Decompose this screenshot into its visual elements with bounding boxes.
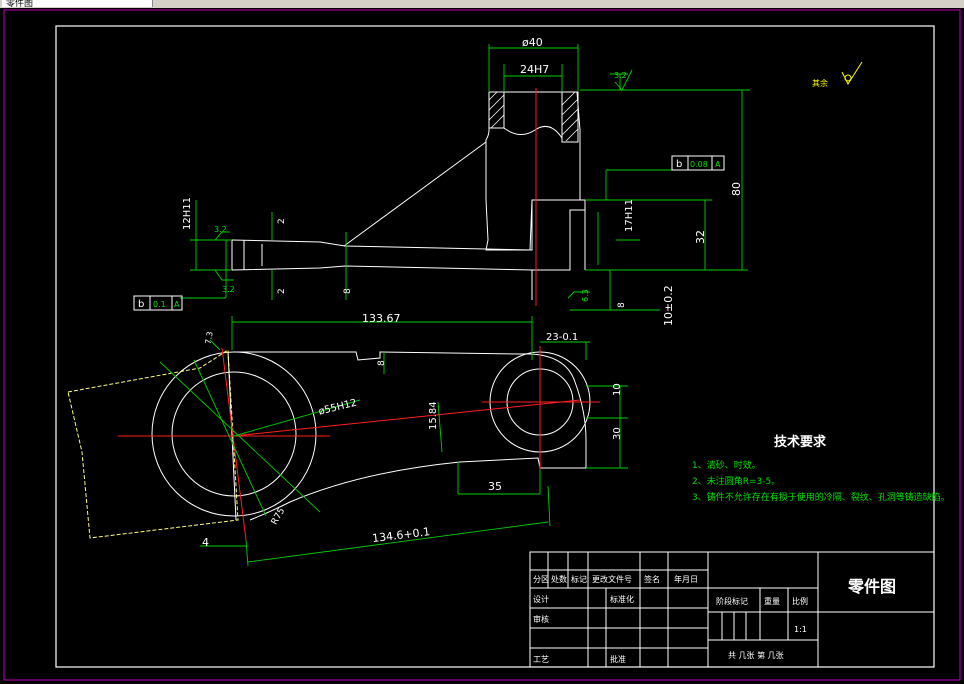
roughness-2: 3.2 xyxy=(214,225,227,234)
dim-8c: 8 xyxy=(377,360,387,366)
dim-17h11: 17H11 xyxy=(624,199,635,232)
dim-10: 10±0.2 xyxy=(662,285,675,326)
roughness-4: 6.3 xyxy=(581,289,590,302)
title-block xyxy=(529,551,935,668)
tolerance-frame-1: b 0.08 A xyxy=(671,155,725,171)
tb-scale: 比例 xyxy=(792,596,808,606)
plan-dimensions xyxy=(200,316,628,567)
dim-r75: R75 xyxy=(270,506,288,526)
front-view xyxy=(231,91,586,300)
tech-item-1: 1、清砂、时效。 xyxy=(692,459,761,471)
dim-24h7: 24H7 xyxy=(520,63,549,76)
tb-col-4: 更改文件号 xyxy=(592,574,632,584)
svg-text:b: b xyxy=(138,299,144,310)
tb-col-3: 标记 xyxy=(571,574,587,584)
dim-23: 23-0.1 xyxy=(546,332,578,343)
dim-8: 8 xyxy=(343,288,353,294)
technical-requirements: 技术要求 1、清砂、时效。 2、未注圆角R=3-5。 3、铸件不允许存在有损于使… xyxy=(692,434,950,503)
plan-centerlines xyxy=(118,346,600,541)
sheet-outer-border xyxy=(3,9,961,681)
svg-text:A: A xyxy=(715,160,721,169)
rest-roughness-icon xyxy=(841,61,863,86)
dim-4: 4 xyxy=(202,536,209,549)
app-tab-bar: 零件图 xyxy=(0,0,964,9)
section-break-outline xyxy=(67,349,239,539)
tb-process: 工艺 xyxy=(533,655,549,664)
dim-d55h12: ø55H12 xyxy=(317,398,358,418)
tech-item-3: 3、铸件不允许存在有损于使用的冷隔、裂纹、孔洞等铸造缺陷。 xyxy=(692,491,950,503)
dim-7-3: 7.3 xyxy=(204,331,215,345)
tb-drawing-name: 零件图 xyxy=(847,577,896,596)
tb-standard: 标准化 xyxy=(610,594,634,604)
svg-text:b: b xyxy=(676,159,682,170)
dim-10b: 10 xyxy=(612,383,623,396)
document-tab[interactable]: 零件图 xyxy=(2,0,153,9)
dim-d40: ø40 xyxy=(522,36,543,49)
dim-30: 30 xyxy=(612,427,623,440)
tb-approve: 批准 xyxy=(610,654,626,664)
tb-sheets: 共 几张 第 几张 xyxy=(728,650,784,660)
tb-scale-value: 1:1 xyxy=(794,625,807,634)
dim-134-6: 134.6+0.1 xyxy=(371,525,430,545)
dim-35: 35 xyxy=(488,480,502,493)
rest-roughness-label: 其余 xyxy=(812,78,828,88)
dim-2b: 2 xyxy=(277,288,287,294)
tb-weight: 重量 xyxy=(764,596,780,606)
front-dimensions xyxy=(180,44,750,311)
dim-2a: 2 xyxy=(277,218,287,224)
dim-12h11: 12H11 xyxy=(182,197,193,230)
tb-col-1: 分区 xyxy=(533,575,549,584)
roughness-1: 3.2 xyxy=(614,71,627,80)
tech-item-2: 2、未注圆角R=3-5。 xyxy=(692,475,780,487)
tolerance-frame-2: b 0.1 A xyxy=(133,295,183,311)
tb-review: 审核 xyxy=(533,614,549,624)
tech-title: 技术要求 xyxy=(774,434,827,450)
tb-stage: 阶段标记 xyxy=(716,596,748,606)
tb-design: 设计 xyxy=(533,594,549,604)
dim-80: 80 xyxy=(730,182,743,196)
dim-15-84: 15.84 xyxy=(428,401,439,430)
dim-133-67: 133.67 xyxy=(362,312,401,325)
dim-8b: 8 xyxy=(617,302,627,308)
svg-text:0.08: 0.08 xyxy=(690,160,708,169)
drawing-frame xyxy=(55,25,935,668)
svg-text:0.1: 0.1 xyxy=(153,300,166,309)
dim-32: 32 xyxy=(694,230,707,244)
roughness-3: 3.2 xyxy=(222,285,235,294)
tb-col-2: 处数 xyxy=(551,574,567,584)
section-hatch xyxy=(488,91,579,142)
svg-text:A: A xyxy=(174,300,180,309)
tb-col-6: 年月日 xyxy=(674,574,698,584)
tb-col-5: 签名 xyxy=(644,574,660,584)
